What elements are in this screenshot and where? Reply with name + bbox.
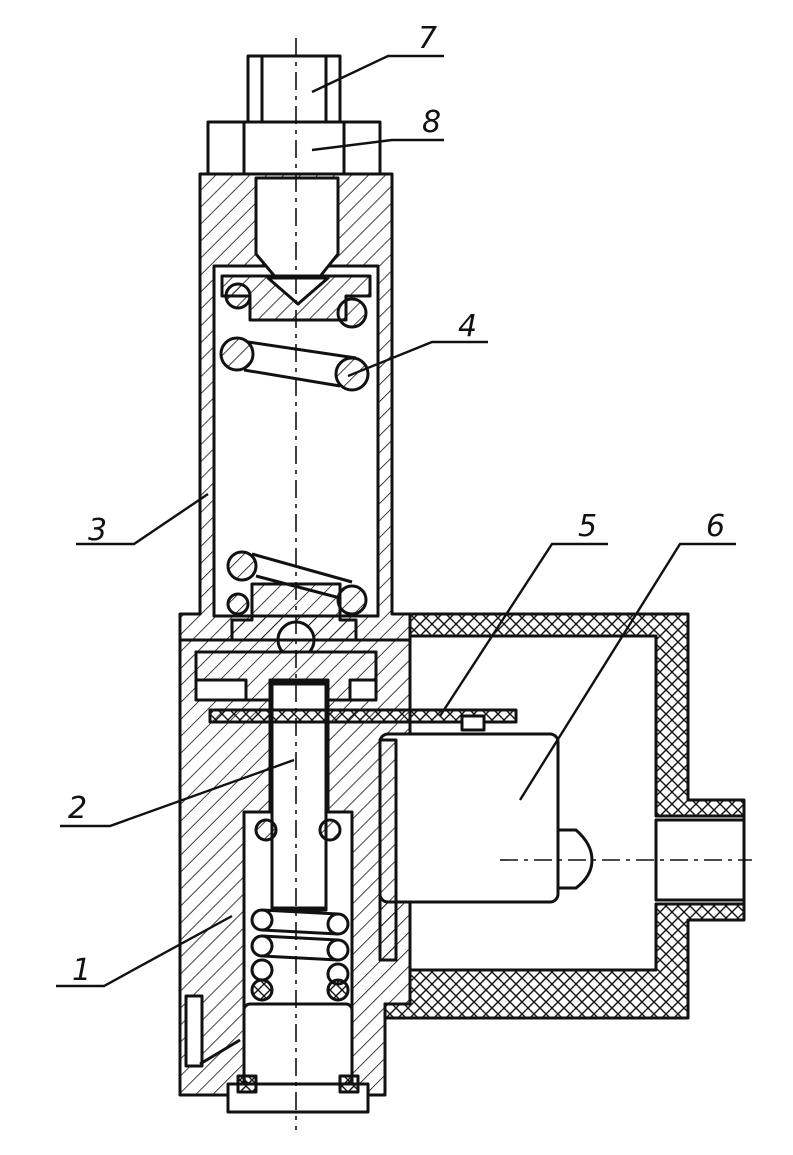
callout-4: 4: [458, 309, 477, 344]
callout-3: 3: [88, 513, 107, 548]
leader-6: [518, 542, 736, 801]
switch-lever: [208, 708, 518, 732]
leader-8: [311, 138, 444, 152]
callout-7: 7: [418, 21, 437, 56]
callout-2: 2: [68, 791, 87, 826]
callout-5: 5: [578, 509, 597, 544]
lock-nut: [206, 120, 382, 176]
callout-1: 1: [72, 953, 91, 988]
adjusting-screw: [246, 54, 342, 124]
spring-housing: [178, 172, 412, 642]
leader-2: [60, 758, 295, 828]
leader-1: [56, 914, 233, 988]
upper-spring-seat: [220, 274, 372, 329]
microswitch: [378, 732, 594, 962]
bottom-plug: [226, 1002, 370, 1114]
callout-6: 6: [706, 509, 725, 544]
callout-leaders: [56, 54, 736, 988]
leader-5: [438, 542, 608, 717]
leader-4: [347, 340, 488, 378]
spring: [219, 336, 370, 616]
center-lines: [295, 38, 752, 1130]
callout-labels: 7 8 4 3 5 6 2 1: [68, 21, 725, 988]
leader-3: [76, 493, 209, 546]
return-spring: [250, 818, 350, 1002]
leader-7: [311, 54, 444, 94]
callout-8: 8: [422, 105, 441, 140]
